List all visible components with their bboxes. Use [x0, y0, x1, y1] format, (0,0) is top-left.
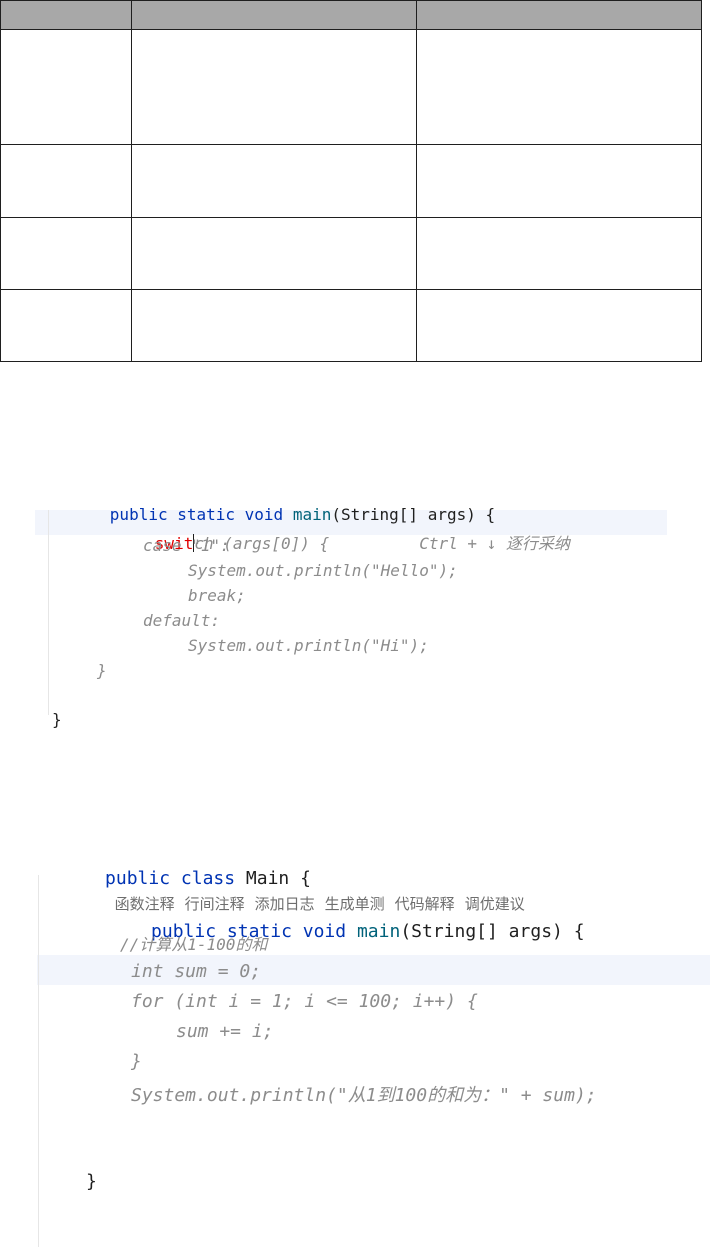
text-caret [193, 534, 195, 552]
table-cell [0, 216, 132, 290]
table-header-cell [416, 0, 702, 31]
action-optimize-suggestion[interactable]: 调优建议 [464, 895, 525, 913]
inline-suggestion-line: System.out.println("从1到100的和为：" + sum); [131, 1085, 597, 1106]
inline-suggestion: ch (args[0]) { [194, 534, 330, 553]
inline-suggestion-line: } [131, 1051, 142, 1072]
table-cell [0, 29, 132, 146]
inline-suggestion-line: } [97, 661, 107, 680]
inline-suggestion-line: System.out.println("Hello"); [188, 561, 458, 580]
code-keyword: public static void [151, 921, 347, 942]
action-explain-code[interactable]: 代码解释 [394, 895, 455, 913]
table-cell [0, 288, 132, 363]
code-action-lens: 函数注释行间注释添加日志生成单测代码解释调优建议 [86, 875, 535, 932]
action-add-log[interactable]: 添加日志 [254, 895, 315, 913]
inline-suggestion-line: for (int i = 1; i <= 100; i++) { [131, 991, 478, 1012]
typed-code: swit [154, 534, 194, 553]
code-line[interactable]: public static void main(String[] args) { [86, 900, 585, 963]
code-line[interactable]: } [86, 1171, 97, 1192]
empty-table [0, 0, 702, 363]
table-cell [131, 144, 417, 218]
code-text: (String[] args) { [400, 921, 585, 942]
table-cell [416, 144, 702, 218]
accept-line-hint-label: 逐行采纳 [505, 534, 570, 553]
indent-guide [48, 510, 49, 715]
inline-suggestion-line: sum += i; [176, 1021, 274, 1042]
code-editor-snippet-1[interactable]: public static void main(String[] args) {… [0, 480, 710, 730]
action-generate-unit-test[interactable]: 生成单测 [324, 895, 385, 913]
code-line[interactable]: switch (args[0]) { Ctrl + ↓ 逐行采纳 [97, 511, 570, 573]
inline-suggestion-line: int sum = 0; [131, 961, 262, 982]
code-keyword: public class [105, 868, 236, 889]
table-header-row [0, 0, 702, 31]
table-cell [131, 288, 417, 363]
table-cell [416, 216, 702, 290]
action-inline-comment[interactable]: 行间注释 [184, 895, 245, 913]
table-cell [131, 29, 417, 146]
inline-suggestion-line: case "1": [143, 536, 230, 555]
inline-suggestion-line: System.out.println("Hi"); [188, 636, 429, 655]
accept-line-hint-keys[interactable]: Ctrl + ↓ [419, 534, 497, 553]
code-editor-snippet-2[interactable]: public class Main { 函数注释行间注释添加日志生成单测代码解释… [0, 845, 710, 1247]
table-row [0, 216, 702, 290]
code-method-name: main [356, 921, 401, 942]
inline-suggestion-line: default: [143, 611, 221, 630]
table-cell [0, 144, 132, 218]
current-line-highlight [37, 955, 710, 985]
code-text: (String[] args) { [331, 505, 496, 524]
table-cell [416, 288, 702, 363]
current-line-highlight [35, 510, 667, 535]
table-row [0, 144, 702, 218]
table-row [0, 29, 702, 146]
table-header-cell [0, 0, 132, 31]
code-comment: //计算从1-100的和 [120, 935, 268, 954]
code-method-name: main [292, 505, 332, 524]
table-header-cell [131, 0, 417, 31]
table-cell [416, 29, 702, 146]
code-line[interactable]: } [52, 710, 62, 729]
table-row [0, 288, 702, 363]
code-text: Main { [245, 868, 311, 889]
code-keyword: public static void [109, 505, 284, 524]
inline-suggestion-line: break; [188, 586, 246, 605]
code-line[interactable]: public static void main(String[] args) { [52, 486, 495, 543]
table-cell [131, 216, 417, 290]
indent-guide [38, 875, 39, 1247]
action-function-comment[interactable]: 函数注释 [114, 895, 175, 913]
code-line[interactable]: public class Main { [40, 847, 311, 910]
